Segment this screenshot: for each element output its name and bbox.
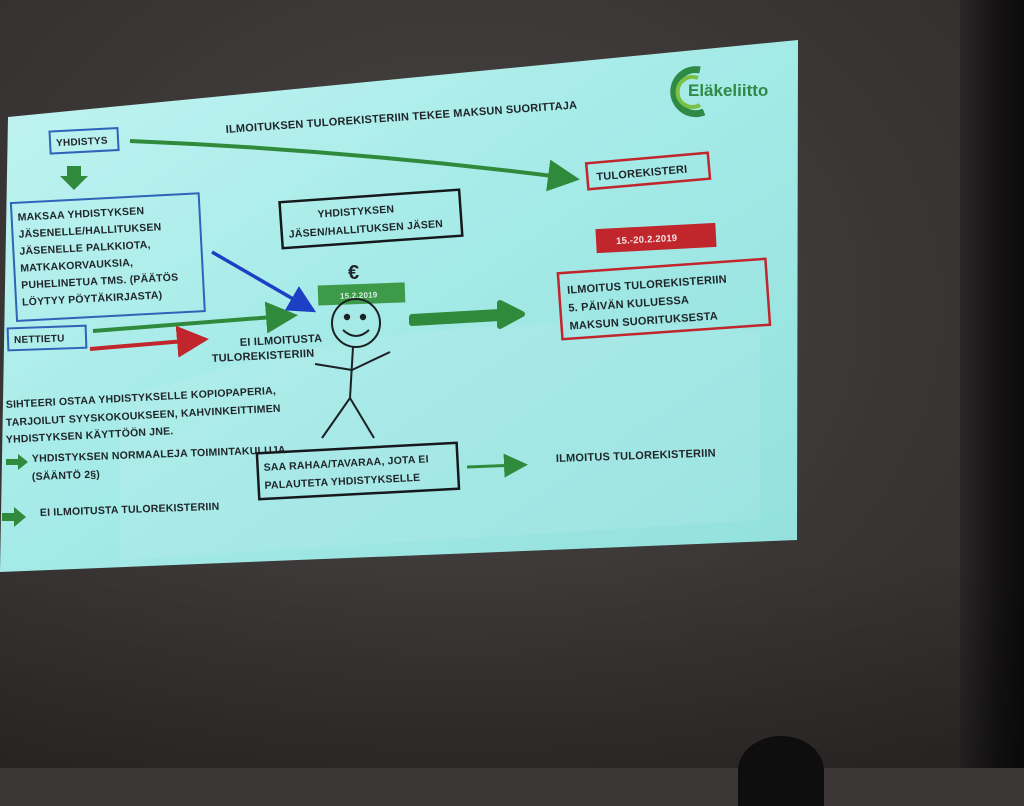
- arrow-nettietu-green: [92, 301, 298, 334]
- normal-costs-line: (SÄÄNTÖ 2§): [32, 468, 101, 483]
- date-range-text: 15.-20.2.2019: [616, 233, 678, 247]
- projection-screen: [0, 40, 798, 572]
- arrow-to-report: [409, 300, 525, 329]
- stick-figure: [314, 298, 391, 439]
- euro-sign: €: [348, 262, 359, 284]
- member-box: [278, 188, 464, 250]
- date-range-badge: [595, 222, 717, 254]
- report-bottom-label: ILMOITUS TULOREKISTERIIN: [556, 447, 716, 465]
- tulorekisteri-box: [584, 151, 712, 191]
- small-arrow-icon: [2, 507, 26, 527]
- nettietu-box: [6, 324, 88, 352]
- nettietu-label: NETTIETU: [14, 333, 65, 346]
- yhdistys-box: [48, 126, 120, 155]
- small-arrow-icon: [6, 454, 28, 470]
- no-report-label: EI ILMOITUSTA: [240, 333, 323, 349]
- report-box: [556, 257, 772, 341]
- wall-shadow: [0, 560, 1024, 768]
- payment-date-stamp: [317, 282, 406, 306]
- audience-head: [738, 736, 824, 806]
- down-arrow: [60, 166, 88, 190]
- receive-box: [255, 441, 461, 501]
- arrow-nettietu-red: [89, 325, 209, 358]
- payment-box: [9, 192, 206, 322]
- payment-line: MATKAKORVAUKSIA,: [20, 257, 133, 275]
- projected-slide: Eläkeliitto ILMOITUKSEN TULOREKISTERIIN …: [0, 40, 798, 572]
- arrow-to-bottom-report: [466, 453, 528, 478]
- brand-logo: Eläkeliitto: [670, 66, 768, 118]
- arrow-to-tulorekisteri: [129, 139, 580, 192]
- payment-date-text: 15.2.2019: [340, 290, 378, 300]
- svg-text:Eläkeliitto: Eläkeliitto: [688, 81, 768, 100]
- arrow-to-member: [211, 250, 317, 313]
- yhdistys-label: YHDISTYS: [56, 136, 108, 150]
- no-report-label: TULOREKISTERIIN: [212, 348, 315, 365]
- member-line: YHDISTYKSEN: [317, 203, 395, 220]
- dark-wall-edge: [960, 0, 1024, 768]
